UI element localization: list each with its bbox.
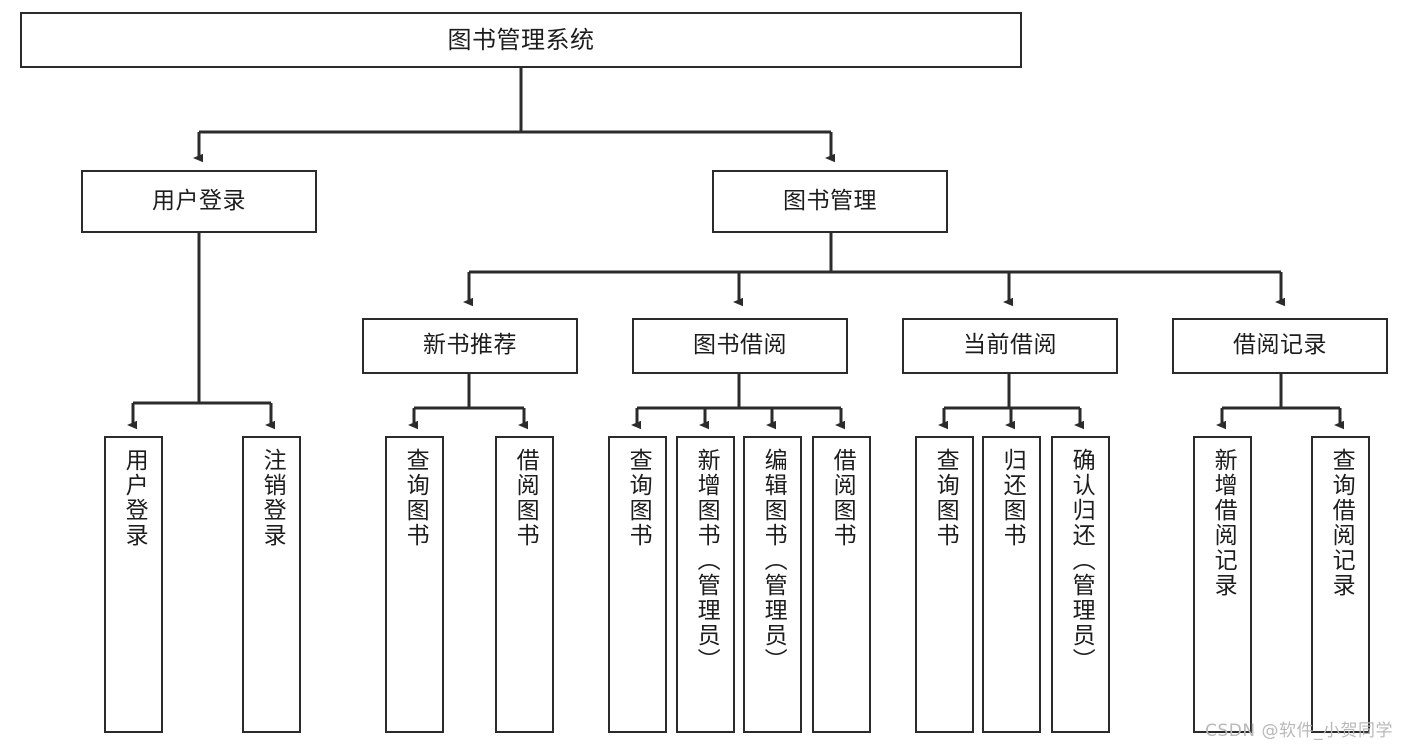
leaf-current-confirm-return-admin[interactable]: 确认归还（管理员） <box>1051 436 1110 733</box>
node-label: 新增图书（管理员） <box>693 448 720 673</box>
node-label: 新增借阅记录 <box>1210 448 1237 598</box>
leaf-user-logout[interactable]: 注销登录 <box>242 436 301 733</box>
leaf-user-login[interactable]: 用户登录 <box>104 436 163 733</box>
leaf-borrow-query-book[interactable]: 查询图书 <box>608 436 667 733</box>
node-label: 编辑图书（管理员） <box>760 448 787 673</box>
node-label: 查询图书 <box>402 448 429 548</box>
node-label: 新书推荐 <box>423 332 517 359</box>
node-user-login[interactable]: 用户登录 <box>81 170 317 233</box>
node-label: 借阅图书 <box>829 448 856 548</box>
node-label: 图书管理系统 <box>447 25 595 54</box>
leaf-recommend-query-book[interactable]: 查询图书 <box>385 436 444 733</box>
node-book-borrow[interactable]: 图书借阅 <box>632 318 848 374</box>
node-label: 图书借阅 <box>693 332 787 359</box>
node-root-system[interactable]: 图书管理系统 <box>20 12 1022 68</box>
node-new-book-recommend[interactable]: 新书推荐 <box>362 318 578 374</box>
leaf-record-query-borrow-record[interactable]: 查询借阅记录 <box>1311 436 1370 733</box>
node-label: 归还图书 <box>999 448 1026 548</box>
node-label: 注销登录 <box>259 448 286 548</box>
leaf-borrow-add-book-admin[interactable]: 新增图书（管理员） <box>676 436 735 733</box>
node-label: 查询图书 <box>932 448 959 548</box>
node-label: 图书管理 <box>783 187 877 214</box>
node-label: 查询图书 <box>625 448 652 548</box>
leaf-current-return-book[interactable]: 归还图书 <box>982 436 1041 733</box>
node-label: 用户登录 <box>121 448 148 548</box>
node-borrow-record[interactable]: 借阅记录 <box>1172 318 1388 374</box>
leaf-borrow-borrow-book[interactable]: 借阅图书 <box>812 436 871 733</box>
leaf-current-query-book[interactable]: 查询图书 <box>915 436 974 733</box>
node-label: 查询借阅记录 <box>1328 448 1355 598</box>
leaf-borrow-edit-book-admin[interactable]: 编辑图书（管理员） <box>743 436 802 733</box>
node-book-management[interactable]: 图书管理 <box>712 170 948 233</box>
node-label: 用户登录 <box>152 187 246 214</box>
node-label: 确认归还（管理员） <box>1068 448 1095 673</box>
leaf-recommend-borrow-book[interactable]: 借阅图书 <box>495 436 554 733</box>
leaf-record-add-borrow-record[interactable]: 新增借阅记录 <box>1193 436 1252 733</box>
node-label: 当前借阅 <box>963 332 1057 359</box>
node-label: 借阅记录 <box>1233 332 1327 359</box>
node-label: 借阅图书 <box>512 448 539 548</box>
csdn-watermark: CSDN @软件_小贺同学 <box>1205 721 1393 741</box>
node-current-borrow[interactable]: 当前借阅 <box>902 318 1118 374</box>
